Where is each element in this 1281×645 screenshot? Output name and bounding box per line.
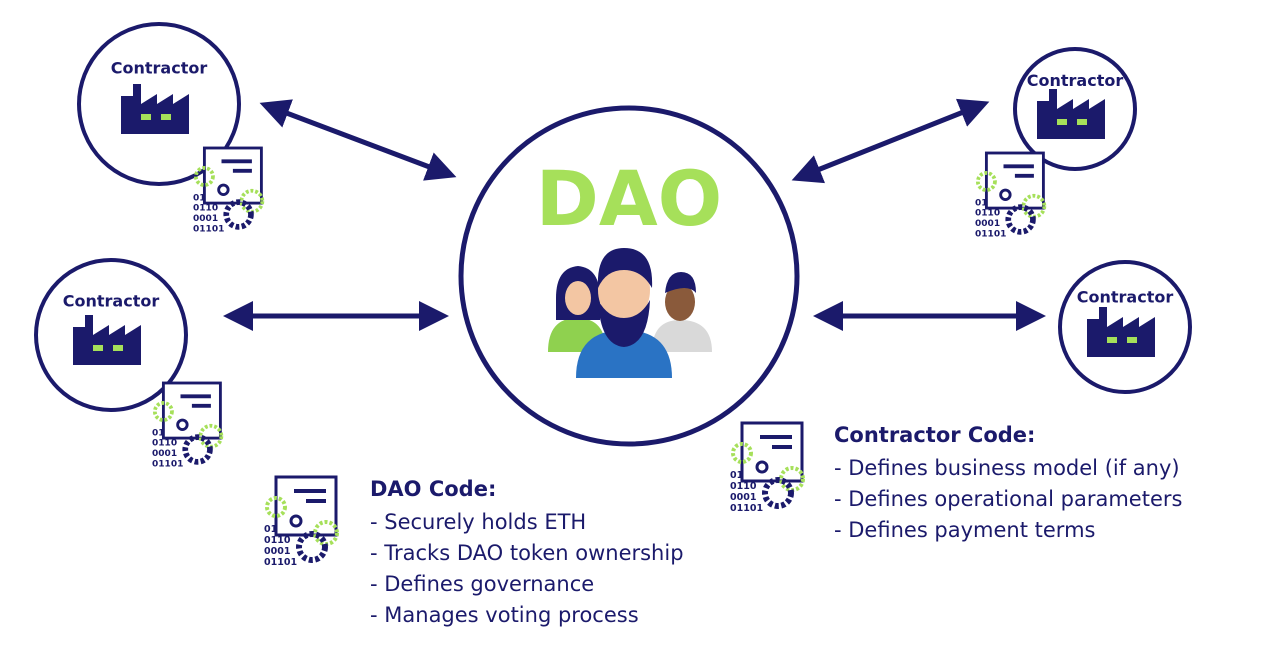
factory-icon: [1087, 307, 1155, 357]
contractor-code-block: Contractor Code: Defines business model …: [834, 423, 1182, 546]
binary-line: 0110: [975, 209, 1000, 219]
binary-line: 0110: [264, 535, 291, 546]
binary-line: 0110: [193, 204, 218, 214]
binary-line: 01: [730, 470, 743, 481]
dao-code-title: DAO Code:: [370, 477, 497, 501]
binary-line: 0001: [193, 214, 218, 224]
binary-line: 01: [193, 193, 206, 203]
factory-icon: [73, 315, 141, 365]
contractor-node: Contractor: [1013, 47, 1137, 171]
connection-arrows: [222, 98, 1047, 331]
binary-line: 01101: [975, 230, 1006, 240]
dao-node: DAO: [458, 105, 800, 447]
binary-line: 01101: [730, 503, 763, 514]
contractor-node: Contractor: [77, 22, 241, 186]
contractor-node: Contractor: [1058, 260, 1192, 394]
contractor-label: Contractor: [111, 59, 208, 78]
binary-line: 0110: [730, 481, 757, 492]
factory-icon: [121, 84, 189, 134]
binary-line: 01101: [193, 225, 224, 235]
binary-line: 0001: [975, 219, 1000, 229]
dao-code-item: Securely holds ETH: [370, 507, 684, 538]
contractor-label: Contractor: [1027, 71, 1124, 90]
dao-code-item: Manages voting process: [370, 600, 684, 631]
binary-line: 0001: [152, 449, 177, 459]
binary-line: 01101: [152, 460, 183, 470]
arrow-top-right: [791, 98, 990, 184]
contractor-label: Contractor: [1077, 287, 1174, 306]
contractor-code-title: Contractor Code:: [834, 423, 1036, 447]
binary-line: 01: [975, 198, 988, 208]
contractor-code-item: Defines payment terms: [834, 515, 1182, 546]
arrow-top-left: [259, 99, 457, 181]
contractor-code-item: Defines operational parameters: [834, 484, 1182, 515]
dao-code-item: Defines governance: [370, 569, 684, 600]
contractor-node: Contractor: [34, 258, 188, 412]
binary-line: 01: [264, 524, 277, 535]
contractor-label: Contractor: [63, 292, 160, 311]
binary-line: 01: [152, 428, 165, 438]
people-group-icon: [548, 248, 712, 378]
binary-line: 0001: [730, 492, 756, 503]
contractor-code-item: Defines business model (if any): [834, 453, 1182, 484]
binary-line: 0001: [264, 546, 290, 557]
binary-line: 01101: [264, 557, 297, 568]
binary-line: 0110: [152, 439, 177, 449]
dao-title: DAO: [536, 154, 723, 243]
dao-code-block: DAO Code: Securely holds ETH Tracks DAO …: [370, 477, 684, 631]
factory-icon: [1037, 89, 1105, 139]
dao-code-item: Tracks DAO token ownership: [370, 538, 683, 569]
